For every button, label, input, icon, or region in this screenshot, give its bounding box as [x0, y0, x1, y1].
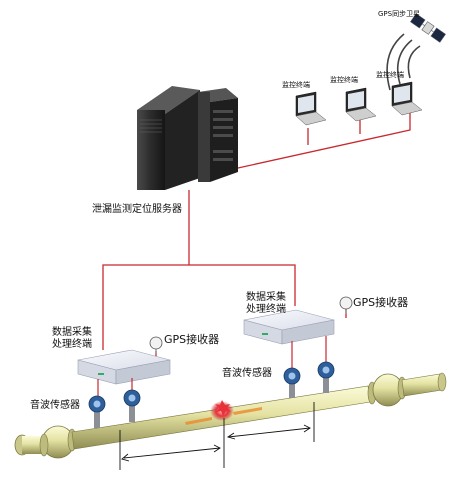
acoustic-sensor-icon-2a — [283, 367, 301, 398]
laptop-icon-2 — [345, 87, 377, 122]
leak-spot-icon — [185, 400, 262, 425]
station-2-unit-label-line1: 数据采集 — [246, 292, 286, 303]
station-1-sensor-label: 音波传感器 — [30, 400, 80, 411]
station-2-sensor-label: 音波传感器 — [222, 368, 272, 379]
terminal-label-2: 监控终端 — [330, 76, 358, 84]
acoustic-sensor-icon-1a — [88, 395, 106, 428]
gps-receiver-icon-2 — [339, 296, 353, 314]
station-1-gps-label: GPS接收器 — [164, 333, 220, 346]
acoustic-sensor-icon-1b — [123, 389, 141, 422]
distance-indicators — [119, 402, 315, 470]
station-1-unit-label: 数据采集 处理终端 — [52, 327, 92, 350]
station-1-unit — [77, 349, 171, 385]
gps-satellite-icon — [410, 13, 446, 43]
signal-waves — [386, 33, 421, 91]
station-2-unit-label: 数据采集 处理终端 — [246, 292, 286, 315]
field-bus-link — [102, 264, 296, 350]
station-1-unit-label-line1: 数据采集 — [52, 327, 92, 338]
terminal-label-3: 监控终端 — [376, 71, 404, 79]
server-label: 泄漏监测定位服务器 — [92, 204, 182, 215]
server-to-terminals-link — [237, 112, 411, 169]
server-icon — [137, 86, 238, 190]
acoustic-sensor-icon-2b — [317, 361, 335, 393]
station-2-gps-label: GPS接收器 — [353, 296, 409, 309]
satellite-label: GPS同步卫星 — [378, 10, 421, 18]
gps-receiver-icon-1 — [149, 336, 163, 354]
station-1-unit-label-line2: 处理终端 — [52, 338, 92, 350]
station-2-unit-label-line2: 处理终端 — [246, 303, 286, 315]
laptop-icon-3 — [391, 81, 423, 116]
station-2-sensor-links — [291, 336, 327, 368]
terminal-label-1: 监控终端 — [282, 81, 310, 89]
laptop-icon-1 — [295, 91, 327, 126]
station-2-unit — [243, 309, 335, 345]
